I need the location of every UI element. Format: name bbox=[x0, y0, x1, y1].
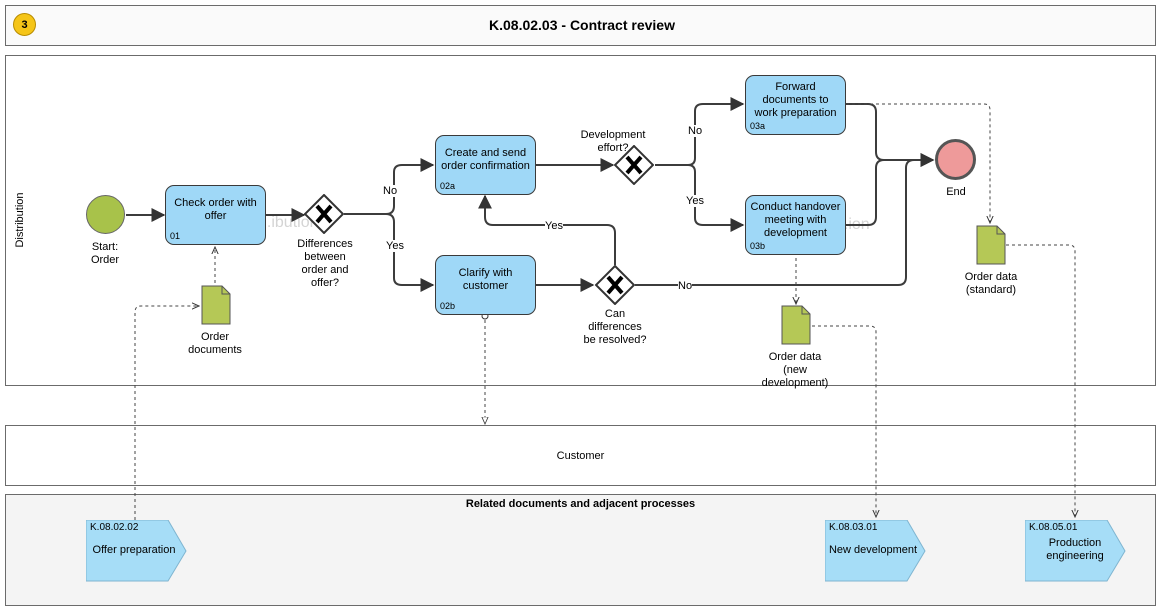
step-badge: 3 bbox=[13, 13, 36, 36]
related-process[interactable]: K.08.03.01 New development bbox=[825, 520, 926, 582]
related-process-label: New development bbox=[828, 543, 918, 556]
related-process[interactable]: K.08.02.02 Offer preparation bbox=[86, 520, 187, 582]
customer-label: Customer bbox=[556, 450, 605, 462]
flow-label-yes: Yes bbox=[545, 220, 563, 232]
task-id: 03a bbox=[750, 121, 766, 131]
document-icon[interactable] bbox=[976, 225, 1006, 265]
related-process-id: K.08.03.01 bbox=[829, 522, 878, 533]
flow-03a-to-end bbox=[846, 103, 935, 167]
pool-customer bbox=[5, 425, 1156, 486]
document-icon[interactable] bbox=[201, 285, 231, 325]
task-id: 03b bbox=[750, 241, 766, 251]
page-title: K.08.02.03 - Contract review bbox=[489, 17, 675, 33]
task-label: Conduct handover meeting with developmen… bbox=[750, 200, 841, 239]
lane-distribution bbox=[5, 55, 1156, 386]
header-bar bbox=[5, 5, 1156, 46]
gateway-differences-label: Differences between order and offer? bbox=[297, 238, 353, 289]
flow-label-yes: Yes bbox=[386, 240, 404, 252]
flow-03b-to-end bbox=[846, 159, 885, 226]
assoc-doc-to-k080301 bbox=[812, 325, 876, 517]
process-arrow-shape bbox=[1025, 520, 1126, 582]
task-id: 02a bbox=[440, 181, 456, 191]
related-process-label: Offer preparation bbox=[92, 543, 176, 556]
flow-gw1-yes bbox=[385, 213, 435, 292]
start-event[interactable] bbox=[86, 195, 125, 234]
related-title: Related documents and adjacent processes bbox=[465, 498, 696, 510]
related-process-id: K.08.02.02 bbox=[90, 522, 139, 533]
assoc-related-to-doc bbox=[134, 306, 199, 520]
document-label: Order data (standard) bbox=[964, 271, 1018, 296]
assoc-03a-to-doc bbox=[846, 103, 990, 223]
task-handover-meeting[interactable]: Conduct handover meeting with developmen… bbox=[745, 195, 846, 255]
gateway-development-label: Development effort? bbox=[580, 129, 646, 154]
related-process[interactable]: K.08.05.01 Production engineering bbox=[1025, 520, 1126, 582]
step-badge-number: 3 bbox=[21, 18, 28, 31]
gateway-resolved-label: Can differences be resolved? bbox=[583, 308, 647, 346]
document-label: Order data (new development) bbox=[761, 351, 829, 389]
flow-gw2-yes bbox=[687, 164, 745, 232]
related-process-id: K.08.05.01 bbox=[1029, 522, 1078, 533]
task-check-order[interactable]: Check order with offer 01 bbox=[165, 185, 266, 245]
gateway-development[interactable] bbox=[614, 145, 654, 185]
gateway-resolved[interactable] bbox=[595, 265, 635, 305]
task-label: Clarify with customer bbox=[458, 267, 513, 292]
assoc-doc-to-k080501 bbox=[1006, 244, 1075, 517]
flow-label-yes: Yes bbox=[686, 195, 704, 207]
flow-label-no: No bbox=[688, 125, 703, 137]
gateway-differences[interactable] bbox=[304, 194, 344, 234]
task-id: 01 bbox=[170, 231, 181, 241]
task-create-order-confirmation[interactable]: Create and send order confirmation 02a bbox=[435, 135, 536, 195]
related-process-label: Production engineering bbox=[1046, 537, 1104, 562]
start-event-label: Start: Order bbox=[90, 241, 120, 266]
document-icon[interactable] bbox=[781, 305, 811, 345]
related-area bbox=[5, 494, 1156, 606]
task-id: 02b bbox=[440, 301, 456, 311]
end-event-label: End bbox=[946, 186, 966, 198]
end-event[interactable] bbox=[935, 139, 976, 180]
process-arrow-shape bbox=[825, 520, 926, 582]
flow-label-no: No bbox=[383, 185, 398, 197]
document-label: Order documents bbox=[188, 331, 242, 356]
task-label: Forward documents to work preparation bbox=[754, 80, 837, 119]
flow-label-no: No bbox=[678, 280, 693, 292]
task-clarify-with-customer[interactable]: Clarify with customer 02b bbox=[435, 255, 536, 315]
task-label: Check order with offer bbox=[174, 197, 257, 222]
process-arrow-shape bbox=[86, 520, 187, 582]
task-label: Create and send order confirmation bbox=[441, 147, 530, 172]
task-forward-documents[interactable]: Forward documents to work preparation 03… bbox=[745, 75, 846, 135]
